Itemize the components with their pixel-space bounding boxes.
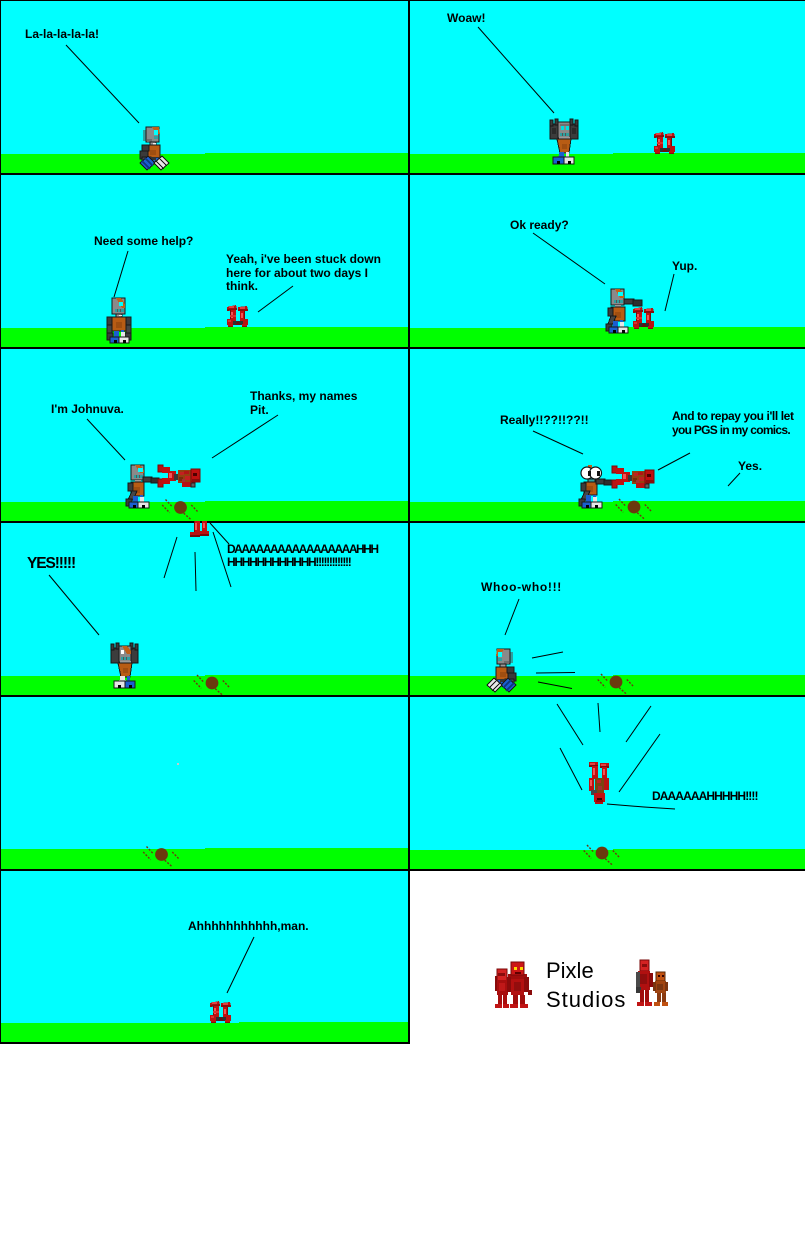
svg-text:here for about two days I: here for about two days I [226,266,368,280]
svg-text:I'm Johnuva.: I'm Johnuva. [51,402,124,416]
svg-text:DAAAAAAAAAAAAAAAAAHHH: DAAAAAAAAAAAAAAAAAHHH [227,542,378,556]
svg-text:Yes.: Yes. [738,459,762,473]
svg-text:Studios: Studios [546,987,626,1012]
svg-text:Really!!??!!??!!: Really!!??!!??!! [500,413,589,427]
svg-text:YES!!!!!: YES!!!!! [27,555,75,572]
svg-text:HHHHHHHHHHHH!!!!!!!!!!!!!: HHHHHHHHHHHH!!!!!!!!!!!!! [227,555,351,569]
svg-text:Pit.: Pit. [250,403,269,417]
svg-text:DAAAAAAHHHHH!!!!: DAAAAAAHHHHH!!!! [652,789,758,803]
svg-text:Yeah, i've been stuck down: Yeah, i've been stuck down [226,252,381,266]
svg-text:Yup.: Yup. [672,259,697,273]
svg-text:Thanks, my names: Thanks, my names [250,389,358,403]
svg-text:Woaw!: Woaw! [447,11,485,25]
svg-text:Pixle: Pixle [546,958,594,983]
svg-text:Ahhhhhhhhhhh,man.: Ahhhhhhhhhhh,man. [188,919,309,933]
svg-text:Need some help?: Need some help? [94,234,193,248]
svg-text:Whoo-who!!!: Whoo-who!!! [481,580,562,594]
svg-text:Ok ready?: Ok ready? [510,218,569,232]
svg-text:think.: think. [226,279,258,293]
svg-text:And to repay you i'll let: And to repay you i'll let [672,409,794,423]
svg-text:you PGS in my comics.: you PGS in my comics. [672,423,790,437]
svg-text:La-la-la-la-la!: La-la-la-la-la! [25,27,99,41]
